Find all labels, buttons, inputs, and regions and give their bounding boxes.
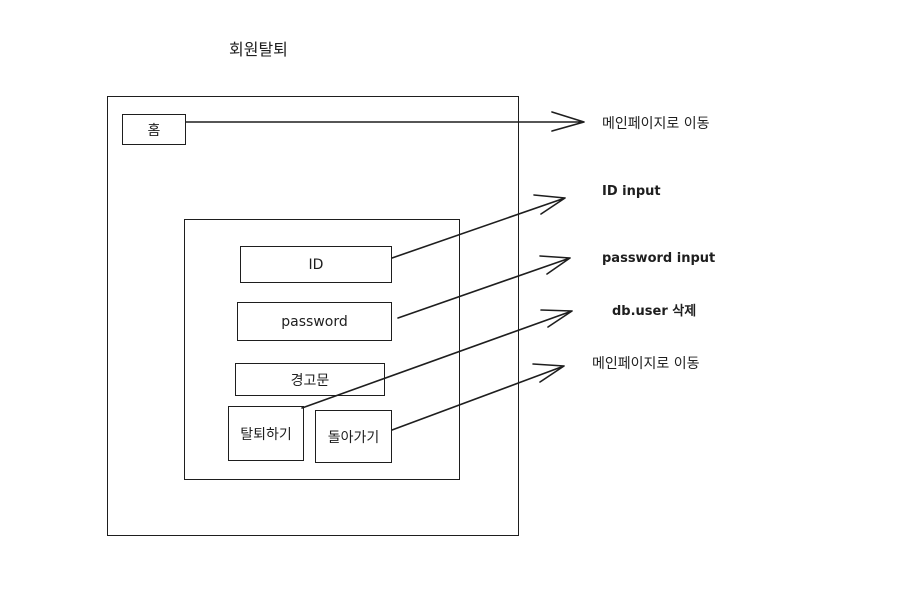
annotation-withdraw-action: db.user 삭제 (612, 304, 697, 319)
withdraw-button[interactable]: 탈퇴하기 (228, 406, 304, 461)
home-button-label: 홈 (147, 122, 161, 139)
password-input[interactable]: password (237, 302, 392, 341)
page-title: 회원탈퇴 (229, 40, 288, 59)
annotation-password: password input (602, 251, 716, 266)
id-input[interactable]: ID (240, 246, 392, 283)
annotation-id: ID input (602, 184, 661, 199)
annotation-back-action: 메인페이지로 이동 (592, 356, 700, 372)
back-button[interactable]: 돌아가기 (315, 410, 392, 463)
password-input-label: password (281, 313, 348, 330)
back-button-label: 돌아가기 (327, 429, 380, 446)
annotation-home-action: 메인페이지로 이동 (602, 116, 710, 132)
warning-message-label: 경고문 (290, 372, 330, 389)
withdraw-button-label: 탈퇴하기 (240, 426, 292, 443)
id-input-label: ID (308, 256, 324, 273)
warning-message: 경고문 (235, 363, 385, 396)
home-button[interactable]: 홈 (122, 114, 186, 145)
